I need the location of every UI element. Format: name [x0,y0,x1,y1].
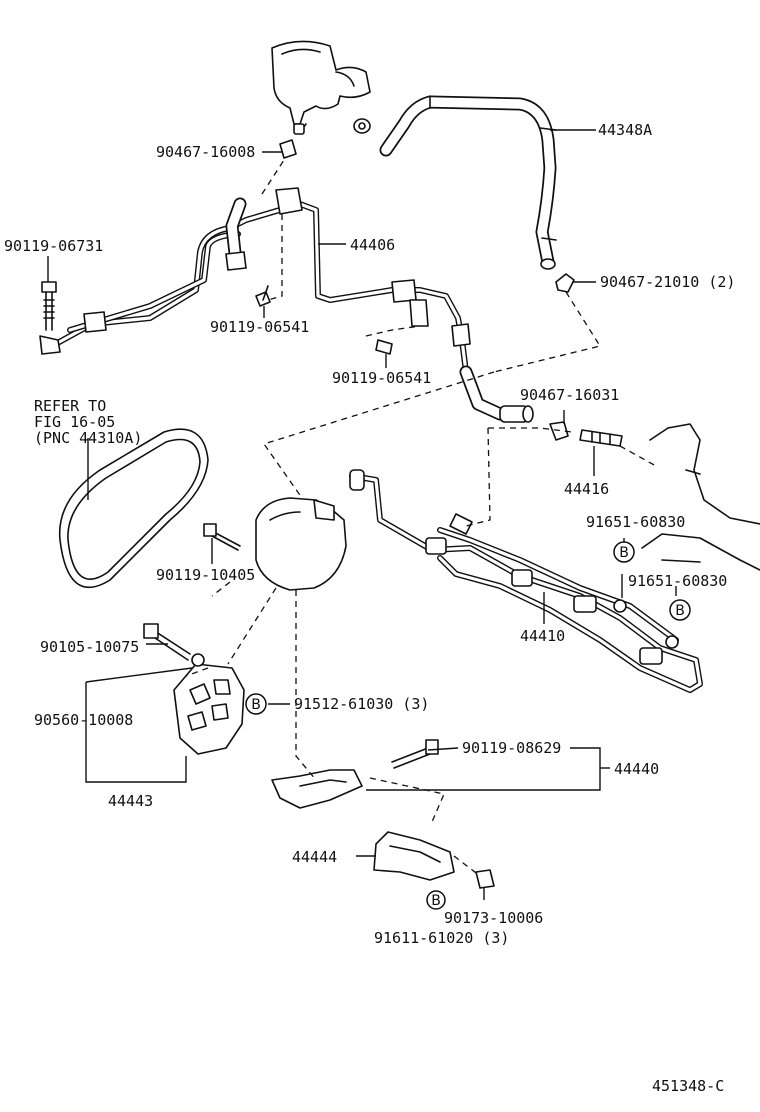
badge-b-91512: B [245,693,267,715]
bolt-90119-06541-b [375,339,393,355]
part-labels: 44348A 90467-16008 90119-06731 44406 904… [4,121,735,947]
svg-text:B: B [431,893,441,909]
badge-b-91651-a: B [613,541,635,563]
v-belt [58,428,209,589]
label-90119-08629: 90119-08629 [462,739,561,757]
steering-gear-housing [641,423,760,571]
nut-90173-10006 [475,869,495,889]
assembly-dashed-lines [185,159,657,877]
label-44444: 44444 [292,848,337,866]
svg-text:B: B [619,545,629,561]
oil-reservoir [271,40,371,135]
clip-near-reservoir [353,118,371,134]
bolt-90119-06541-a [255,285,271,307]
label-44416: 44416 [564,480,609,498]
label-90467-16031: 90467-16031 [520,386,619,404]
label-90467-21010: 90467-21010 (2) [600,273,735,291]
pressure-tube-44406 [39,187,534,423]
refer-note-line-3: (PNC 44310A) [34,429,142,447]
label-44410: 44410 [520,627,565,645]
badge-b-91651-b: B [669,599,691,621]
refer-note-line-2: FIG 16-05 [34,413,115,431]
label-91651-60830-a: 91651-60830 [586,513,685,531]
label-91651-60830-b: 91651-60830 [628,572,727,590]
svg-text:B: B [251,697,261,713]
return-tube-44410 [349,469,703,693]
bracket-44440 [271,769,363,809]
label-90119-10405: 90119-10405 [156,566,255,584]
clip-90467-16008 [279,139,297,159]
label-90105-10075: 90105-10075 [40,638,139,656]
pump-bracket-44443 [173,663,245,755]
label-90119-06731: 90119-06731 [4,237,103,255]
label-90467-16008: 90467-16008 [156,143,255,161]
power-steering-pump [255,497,347,591]
figure-code: 451348-C [652,1077,724,1095]
clip-90467-21010 [555,273,575,293]
label-91512-61030: 91512-61030 (3) [294,695,429,713]
label-90560-10008: 90560-10008 [34,711,133,729]
label-90119-06541-b: 90119-06541 [332,369,431,387]
leader-lines [47,129,677,900]
bolt-90105-10075 [143,623,205,667]
refer-note: REFER TO FIG 16-05 (PNC 44310A) [34,397,142,447]
return-hose-44348A [379,95,557,270]
label-90119-06541-a: 90119-06541 [210,318,309,336]
bolt-90119-06731 [41,281,57,331]
svg-text:B: B [675,603,685,619]
refer-note-line-1: REFER TO [34,397,106,415]
label-90173-10006: 90173-10006 [444,909,543,927]
label-91611-61020: 91611-61020 (3) [374,929,509,947]
union-44416 [579,429,623,447]
label-44440: 44440 [614,760,659,778]
badge-b-91611: B [426,890,446,910]
label-44443: 44443 [108,792,153,810]
label-44406: 44406 [350,236,395,254]
label-44348A: 44348A [598,121,652,139]
bracket-44444 [373,831,455,881]
bolt-90119-10405 [203,523,241,551]
bolt-90119-08629 [391,739,439,769]
